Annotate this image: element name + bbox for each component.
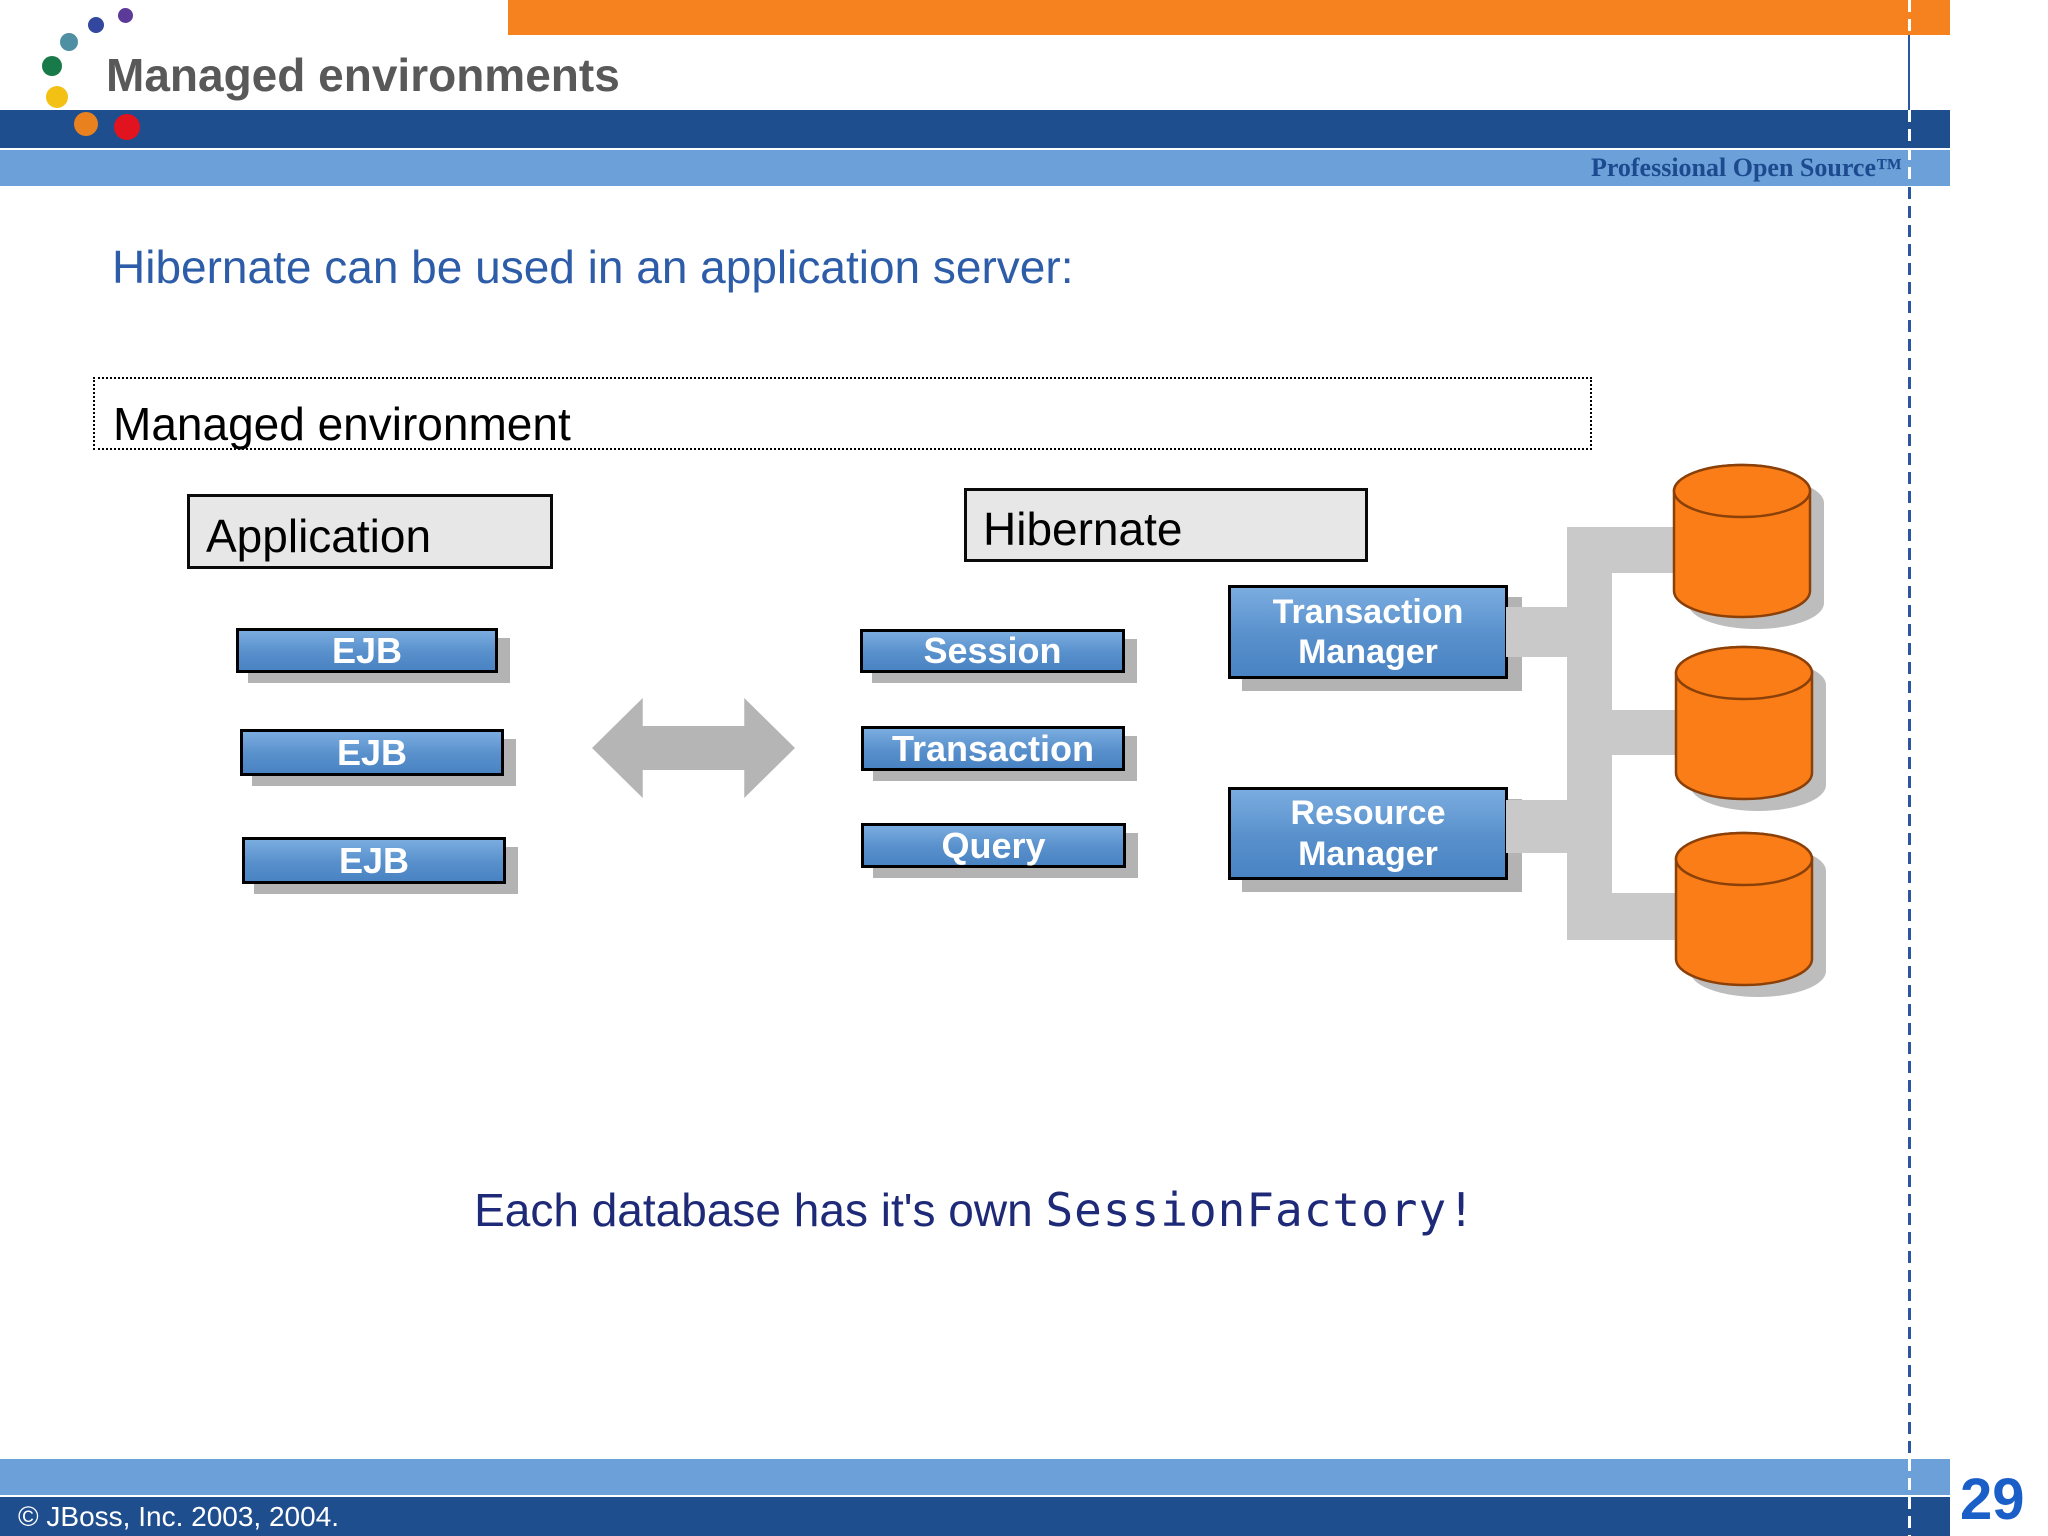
application-box: Application bbox=[187, 494, 553, 569]
footer-dark-blue-bar: © JBoss, Inc. 2003, 2004. bbox=[0, 1497, 1950, 1536]
resource-manager-line1: Resource bbox=[1290, 794, 1446, 833]
query-box: Query bbox=[861, 823, 1126, 868]
ejb-box: EJB bbox=[242, 837, 506, 884]
header-dark-blue-bar bbox=[0, 110, 1950, 148]
managed-environment-label: Managed environment bbox=[113, 398, 571, 450]
guide-line-segment bbox=[1908, 1459, 1911, 1536]
caption-suffix: ! bbox=[1447, 1183, 1476, 1237]
session-label: Session bbox=[923, 630, 1062, 671]
transaction-manager-line1: Transaction bbox=[1272, 592, 1464, 631]
transaction-label: Transaction bbox=[891, 727, 1095, 769]
logo-dot-yellow bbox=[46, 86, 68, 108]
database-icon bbox=[1674, 645, 1826, 811]
copyright-text: © JBoss, Inc. 2003, 2004. bbox=[18, 1500, 340, 1532]
connector-transaction-manager bbox=[1506, 607, 1569, 657]
ejb-label: EJB bbox=[336, 731, 408, 773]
hibernate-label: Hibernate bbox=[983, 503, 1183, 555]
caption: Each database has it's own SessionFactor… bbox=[0, 1183, 1950, 1237]
query-label: Query bbox=[941, 824, 1046, 866]
hibernate-box: Hibernate bbox=[964, 488, 1368, 562]
connector-branch-db3 bbox=[1610, 893, 1680, 940]
resource-manager-line2: Manager bbox=[1298, 834, 1438, 873]
logo-dot-red bbox=[114, 114, 140, 140]
logo-dot-green bbox=[42, 56, 62, 76]
session-box: Session bbox=[860, 629, 1125, 673]
connector-branch-db1 bbox=[1610, 527, 1680, 573]
managed-environment-container: Managed environment bbox=[93, 377, 1592, 450]
header-orange-bar bbox=[508, 0, 1950, 35]
footer-light-blue-bar bbox=[0, 1459, 1950, 1495]
slide-heading: Hibernate can be used in an application … bbox=[112, 241, 1074, 293]
application-label: Application bbox=[206, 509, 432, 562]
database-icon bbox=[1672, 463, 1824, 629]
logo-dot-orange bbox=[74, 112, 98, 136]
transaction-box: Transaction bbox=[861, 726, 1125, 771]
transaction-manager-box: Transaction Manager bbox=[1228, 585, 1508, 679]
caption-prefix: Each database has it's own bbox=[474, 1184, 1046, 1236]
page-number: 29 bbox=[1960, 1467, 2025, 1532]
caption-code: SessionFactory bbox=[1045, 1183, 1448, 1237]
ejb-label: EJB bbox=[338, 839, 410, 881]
connector-resource-manager bbox=[1506, 800, 1569, 853]
header-light-blue-bar: Professional Open Source™ bbox=[0, 150, 1950, 186]
tagline: Professional Open Source™ bbox=[1590, 153, 1902, 182]
ejb-box: EJB bbox=[240, 729, 504, 776]
guide-line-segment bbox=[1908, 110, 1911, 187]
transaction-manager-line2: Manager bbox=[1298, 633, 1438, 671]
slide-title: Managed environments bbox=[106, 49, 620, 101]
resource-manager-box: Resource Manager bbox=[1228, 787, 1508, 880]
ejb-label: EJB bbox=[331, 629, 403, 671]
bidirectional-arrow-icon bbox=[592, 698, 795, 798]
connector-trunk bbox=[1567, 527, 1612, 940]
logo-dot-purple bbox=[118, 8, 133, 23]
logo-dot-teal bbox=[60, 33, 78, 51]
connector-branch-db2 bbox=[1610, 710, 1680, 755]
logo-dot-navy bbox=[88, 17, 104, 33]
guide-line-segment bbox=[1908, 187, 1911, 1459]
guide-line-segment bbox=[1908, 35, 1910, 110]
database-icon bbox=[1674, 831, 1826, 997]
guide-line-segment bbox=[1908, 0, 1911, 35]
ejb-box: EJB bbox=[236, 628, 498, 673]
